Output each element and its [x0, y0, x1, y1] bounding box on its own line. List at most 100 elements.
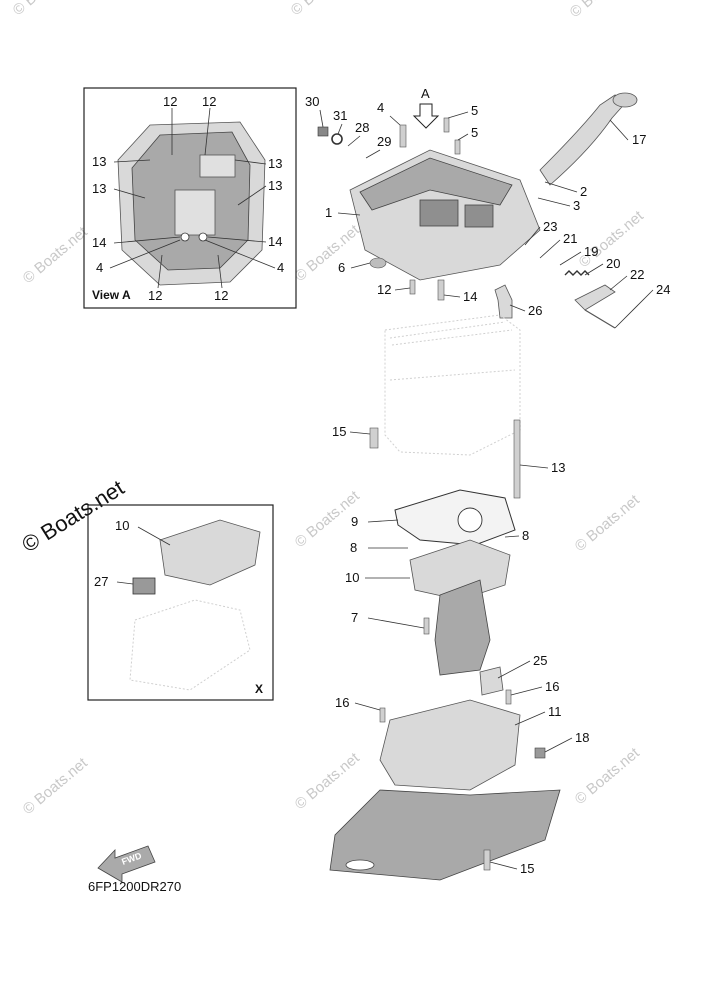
callout: 4 — [277, 260, 284, 275]
bolt — [399, 124, 407, 148]
gasket-hole — [457, 507, 483, 533]
watermarks: © Boats.net © Boats.net © Boats.net © Bo… — [10, 0, 648, 818]
callout: 21 — [563, 231, 577, 246]
callout: 8 — [522, 528, 529, 543]
inset-seal — [132, 577, 156, 595]
callout: 13 — [92, 154, 106, 169]
bracket — [574, 284, 616, 311]
callout: 12 — [148, 288, 162, 303]
direction-marker-a: A — [412, 86, 440, 129]
watermark: © Boats.net — [20, 223, 92, 287]
callout: 23 — [543, 219, 557, 234]
casing-slot — [345, 859, 375, 871]
forward-arrow-icon — [97, 845, 156, 883]
callout: 12 — [202, 94, 216, 109]
oil-pipe — [539, 94, 629, 186]
view-a-frame — [83, 87, 297, 309]
spring — [564, 270, 590, 276]
callout: 5 — [471, 103, 478, 118]
callout: 25 — [533, 653, 547, 668]
exhaust-guide-assembly — [317, 92, 638, 329]
callout: 14 — [92, 235, 106, 250]
view-a-hole — [180, 232, 190, 242]
view-a-hole — [198, 232, 208, 242]
callout: 15 — [332, 424, 346, 439]
callout: 9 — [351, 514, 358, 529]
watermark: © Boats.net — [10, 0, 82, 19]
bolt — [483, 849, 491, 871]
callout: 13 — [92, 181, 106, 196]
callout: 12 — [214, 288, 228, 303]
callout: 4 — [377, 100, 384, 115]
watermark: © Boats.net — [572, 491, 644, 555]
grommet — [369, 257, 387, 269]
direction-letter: A — [421, 86, 430, 101]
seal-small — [317, 126, 329, 137]
callout: 16 — [335, 695, 349, 710]
watermark: © Boats.net — [567, 0, 639, 21]
bolt — [534, 747, 546, 759]
callout: 14 — [463, 289, 477, 304]
diagram-code: 6FP1200DR270 — [88, 879, 181, 894]
arrow-down-icon — [412, 103, 440, 129]
callout: 13 — [551, 460, 565, 475]
bolt — [379, 707, 386, 723]
view-a-leaders — [109, 107, 276, 289]
callouts: 30 31 28 4 5 5 29 17 2 3 1 23 21 19 6 20… — [305, 94, 670, 876]
inset-x: 10 27 X — [87, 504, 274, 701]
callout: 16 — [545, 679, 559, 694]
callout: 5 — [471, 125, 478, 140]
watermark: © Boats.net — [292, 749, 364, 813]
pipe-bend — [494, 284, 513, 319]
callout: 19 — [584, 244, 598, 259]
callout: 12 — [163, 94, 177, 109]
inset-oil-pan — [159, 519, 261, 586]
gasket — [394, 489, 516, 546]
exhaust-guide-port — [464, 204, 494, 228]
view-a-title: View A — [92, 288, 131, 302]
view-a-inset: 12 12 13 13 13 13 14 14 4 4 12 12 View A — [83, 87, 297, 309]
exhaust-guide-port — [419, 199, 459, 227]
callout: 18 — [575, 730, 589, 745]
view-a-port — [199, 154, 236, 178]
callout: 28 — [355, 120, 369, 135]
oil-pan — [409, 539, 511, 676]
callout: 15 — [520, 861, 534, 876]
bolt — [423, 617, 430, 635]
callout: 12 — [377, 282, 391, 297]
watermark: © Boats.net — [292, 221, 364, 285]
callout: 20 — [606, 256, 620, 271]
bolt — [437, 279, 445, 301]
leader-lines — [319, 109, 654, 870]
bolt — [505, 689, 512, 705]
callout: 27 — [94, 574, 108, 589]
callout: 13 — [268, 178, 282, 193]
bolt — [369, 427, 379, 449]
watermark: © Boats.net — [572, 744, 644, 808]
rod — [584, 309, 616, 329]
callout: 4 — [96, 260, 103, 275]
callout: 3 — [573, 198, 580, 213]
callout: 17 — [632, 132, 646, 147]
callout: 14 — [268, 234, 282, 249]
inset-ghost — [129, 599, 251, 691]
callout: 2 — [580, 184, 587, 199]
view-a-port — [174, 189, 216, 236]
callout: 13 — [268, 156, 282, 171]
watermark-large: © Boats.net — [17, 475, 128, 557]
bolt — [454, 139, 461, 155]
callout: 26 — [528, 303, 542, 318]
callout: 24 — [656, 282, 670, 297]
bolt — [443, 117, 450, 133]
callout: 30 — [305, 94, 319, 109]
forward-arrow: FWD — [97, 845, 156, 883]
callout: 1 — [325, 205, 332, 220]
callout: 8 — [350, 540, 357, 555]
inset-x-title: X — [255, 682, 263, 696]
watermark: © Boats.net — [288, 0, 360, 19]
upper-casing — [329, 666, 561, 881]
exhaust-muffler-ghost — [384, 314, 521, 456]
exhaust-guide-top — [359, 157, 513, 211]
callout: 22 — [630, 267, 644, 282]
